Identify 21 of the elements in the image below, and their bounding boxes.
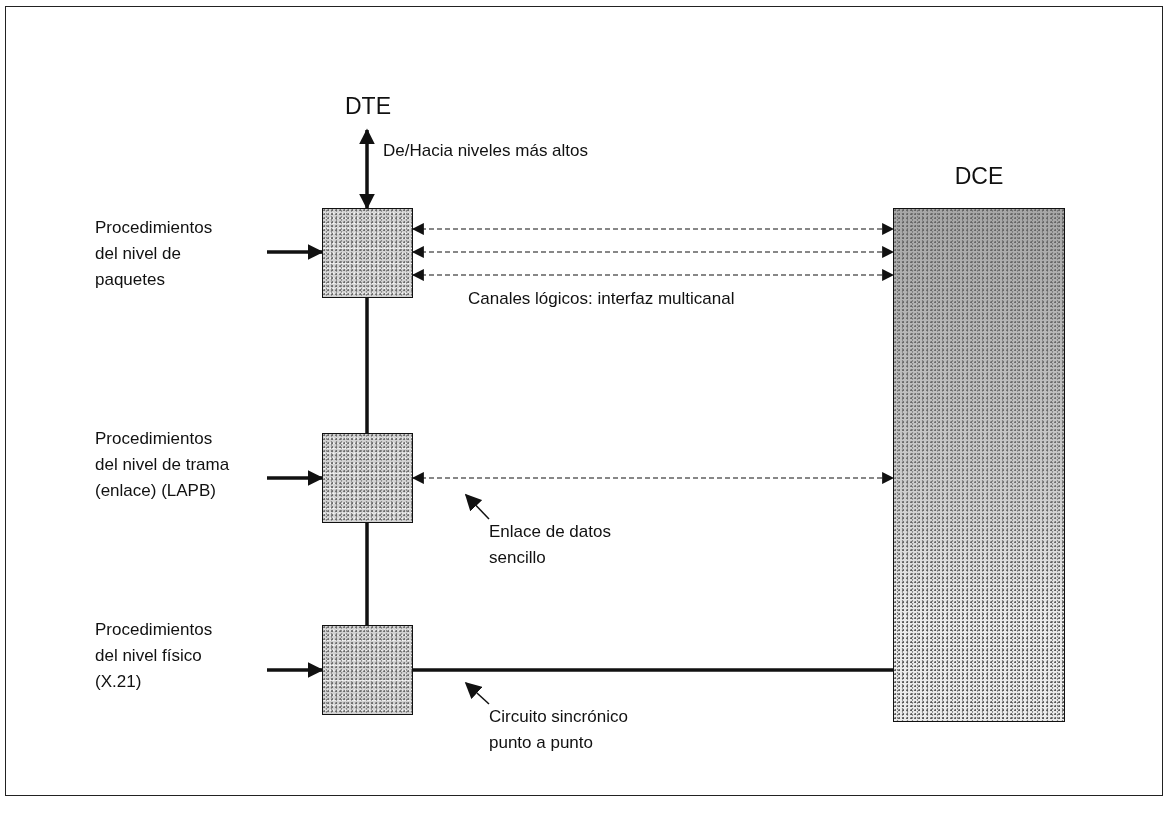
dashed-arrow [411,222,895,236]
leader-line [464,681,490,705]
procedure-label: Procedimientos del nivel de paquetes [95,217,214,291]
arrow [267,662,324,678]
procedure-label: Procedimientos del nivel físico (X.21) [95,619,214,693]
channel-note: Canales lógicos: interfaz multicanal [468,288,735,310]
annotation-text: Enlace de datos sencillo [489,521,612,569]
leader-line [464,493,490,520]
dashed-arrow [411,245,895,259]
dce-heading: DCE [953,162,1005,190]
procedure-label: Procedimientos del nivel de trama (enlace) (LAPB) [95,428,231,502]
connector-line [413,668,893,672]
dte-heading: DTE [344,92,392,120]
arrow [359,128,375,210]
connector-line [365,523,369,625]
arrow [267,470,324,486]
dashed-arrow [411,471,895,485]
annotation-text: Circuito sincrónico punto a punto [489,706,629,754]
arrow [267,244,324,260]
dashed-arrow [411,268,895,282]
connector-line [365,298,369,433]
